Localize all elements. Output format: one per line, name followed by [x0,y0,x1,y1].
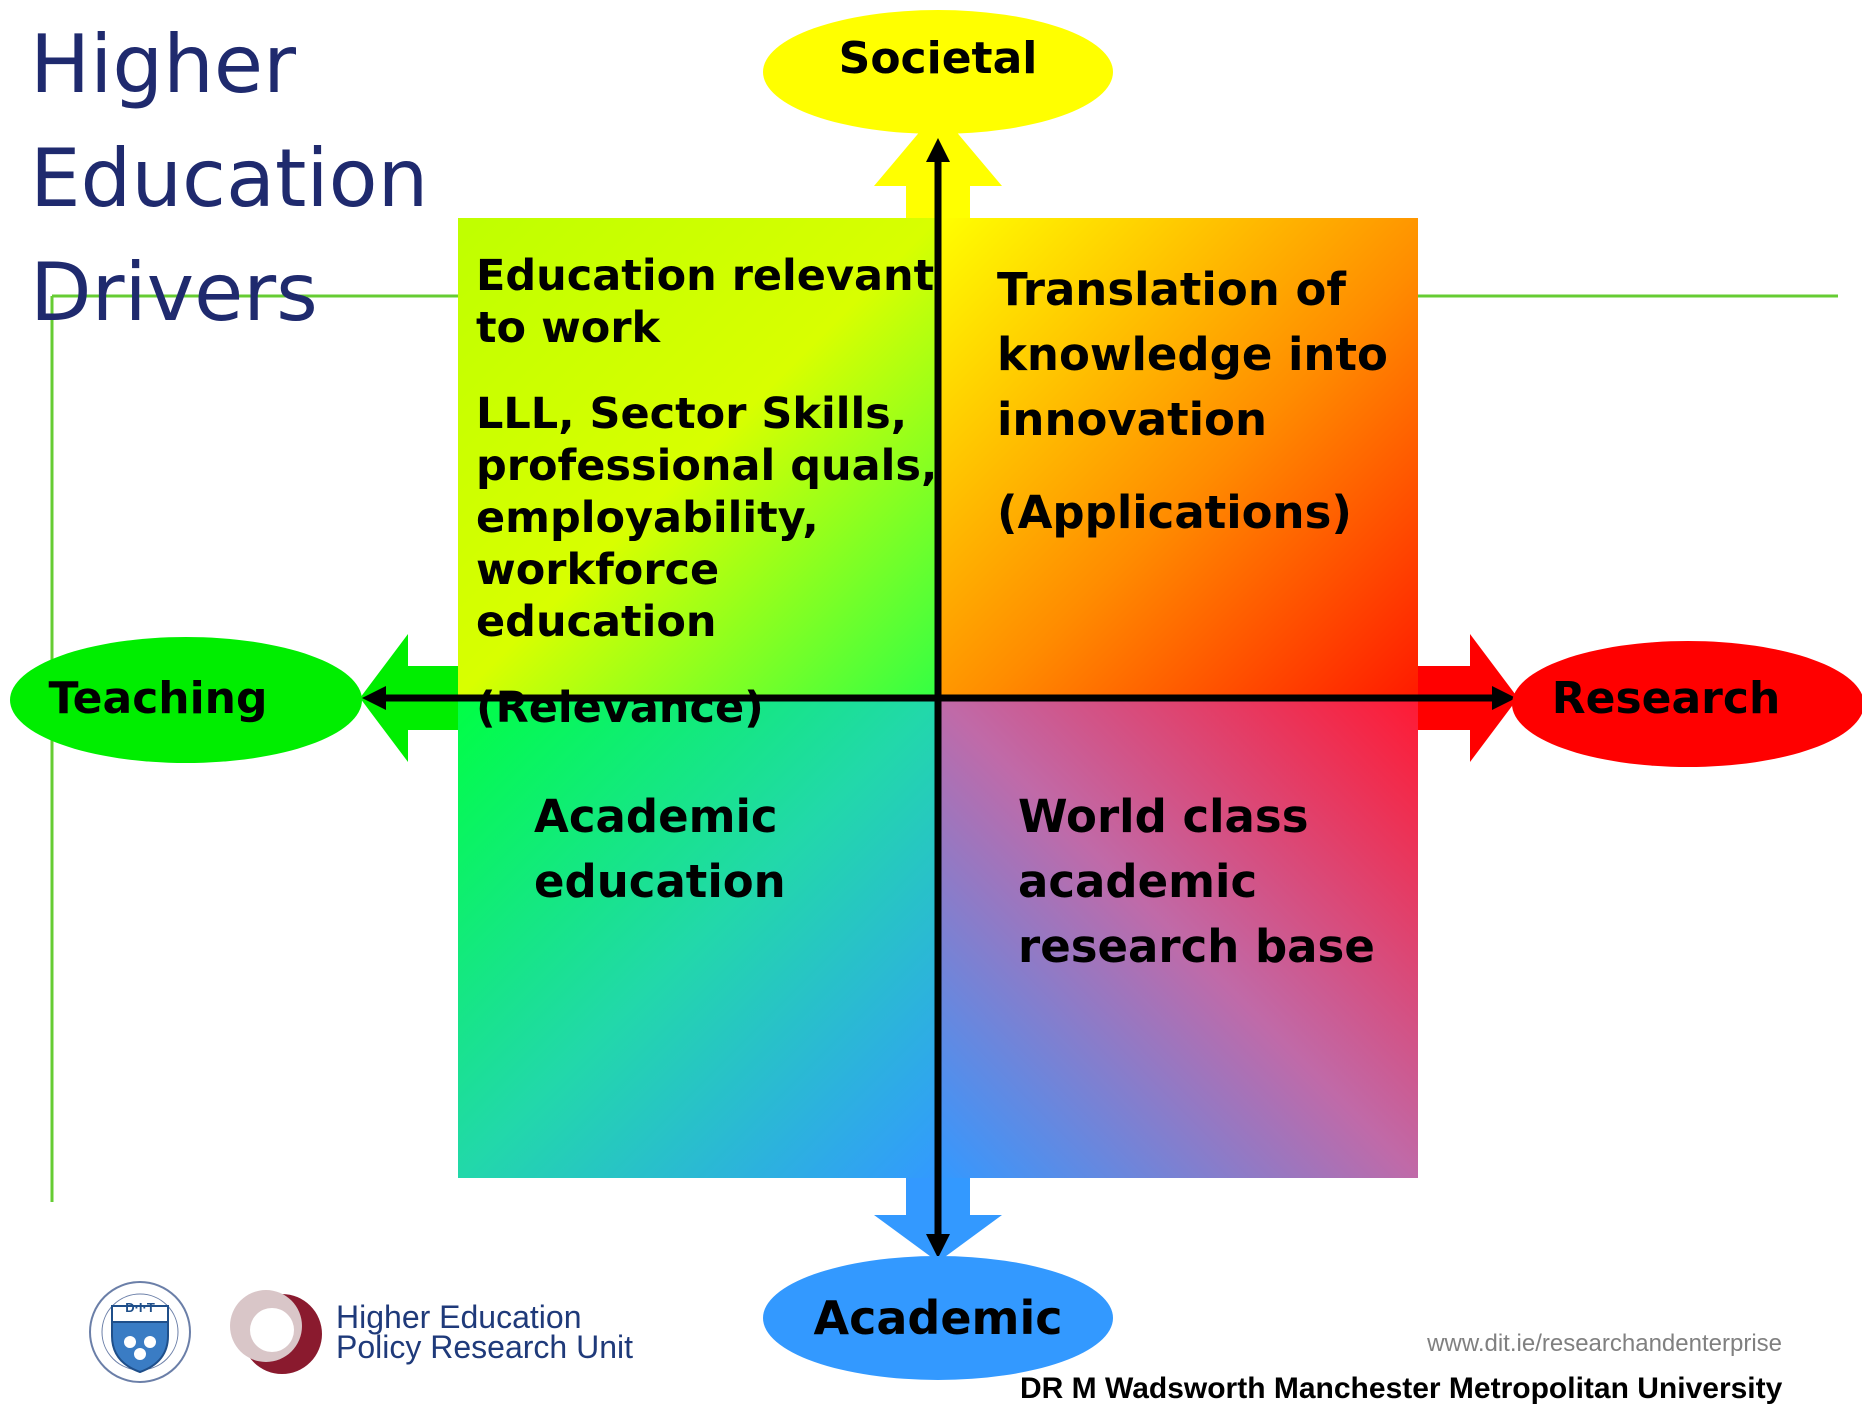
research-base-line: World class [1018,790,1309,843]
quadrant-top-left [458,218,939,698]
hepru-logo-mark [230,1290,322,1374]
slide-title: Higher Education Drivers [30,8,428,350]
applications-tag: (Applications) [997,486,1352,539]
title-line: Education [30,132,429,225]
applications-line: innovation [997,393,1267,446]
quadrant-bottom-left-text: Academic education [534,784,786,914]
teaching-label: Teaching [48,673,268,724]
applications-line: knowledge into [997,328,1388,381]
dit-logo [89,1281,191,1383]
teaching-ellipse [10,637,362,763]
hepru-name-line: Higher Education [336,1299,582,1335]
vertical-axis-head-up [926,138,950,162]
research-label: Research [1551,673,1781,724]
applications-line: Translation of [997,263,1346,316]
footer-url: www.dit.ie/researchandenterprise [1427,1330,1782,1357]
title-line: Drivers [30,246,318,339]
dit-logo-text: D·I·T [125,1300,155,1315]
research-ellipse [1512,641,1862,767]
research-base-line: academic [1018,855,1258,908]
quadrant-bottom-left [458,698,939,1178]
academic-education-line: education [534,855,786,908]
quadrant-bottom-right-text: World class academic research base [1018,784,1375,979]
academic-label: Academic [813,1291,1063,1345]
relevance-tag: (Relevance) [476,683,764,733]
relevance-heading: Education relevant to work [476,251,935,353]
title-line: Higher [30,18,296,111]
relevance-detail: LLL, Sector Skills, professional quals, … [476,389,938,647]
hepru-name-line: Policy Research Unit [336,1329,633,1365]
quadrant-top-right-text: Translation of knowledge into innovation… [997,257,1417,545]
quadrant-top-left-text: Education relevant to work LLL, Sector S… [476,250,956,734]
quadrant-bottom-right [939,698,1418,1178]
horizontal-axis-head-left [362,686,386,710]
academic-education-line: Academic [534,790,778,843]
vertical-axis-head-down [926,1234,950,1258]
quadrant-top-right [939,218,1418,698]
societal-label: Societal [838,33,1038,84]
societal-ellipse [763,10,1113,134]
research-base-line: research base [1018,920,1375,973]
academic-ellipse [763,1256,1113,1380]
horizontal-axis-head-right [1492,686,1516,710]
footer-credit: DR M Wadsworth Manchester Metropolitan U… [1020,1372,1783,1405]
hepru-name: Higher Education Policy Research Unit [336,1299,633,1365]
